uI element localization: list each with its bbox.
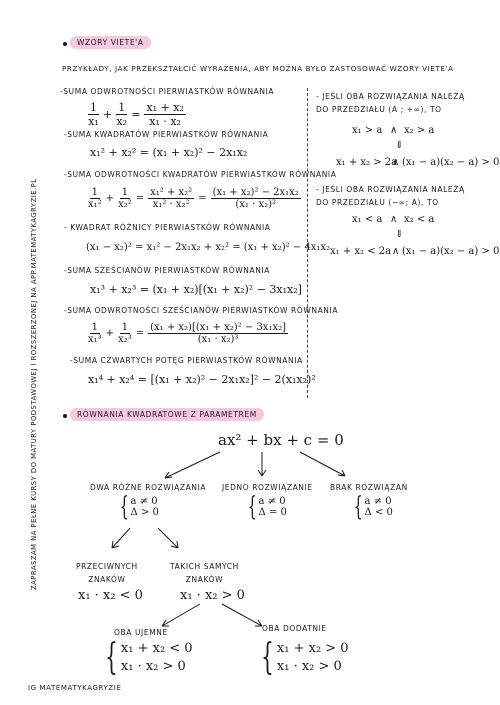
condition: a ≠ 0 xyxy=(258,496,286,507)
item-label: -SUMA ODWROTNOŚCI PIERWIASTKÓW RÓWNANIA xyxy=(60,87,275,96)
item-label: -SUMA CZWARTYCH POTĘG PIERWIASTKÓW RÓWNA… xyxy=(70,356,303,365)
branch-two-roots-label: DWA RÓŻNE ROZWIĄZANIA xyxy=(90,483,207,492)
case1-and: ∧ xyxy=(392,157,400,168)
condition: Δ < 0 xyxy=(364,507,393,518)
label-line: TAKICH SAMYCH xyxy=(170,562,239,571)
branch-one-root-label: JEDNO ROZWIĄZANIE xyxy=(222,483,313,492)
brace-icon: { xyxy=(105,637,118,678)
brace-icon: { xyxy=(247,492,257,522)
case1-top-right: x₂ > a xyxy=(404,125,435,136)
both-positive-conditions: { x₁ + x₂ > 0 x₁ · x₂ > 0 xyxy=(256,637,349,678)
formula-diff-square: (x₁ − x₂)² = x₁² − 2x₁x₂ + x₂² = (x₁ + x… xyxy=(86,242,331,253)
footer-handle: IG MATEMATYKAGRYZIE xyxy=(28,684,122,692)
case2-top-right: x₂ < a xyxy=(404,214,435,225)
case2-and: ∧ xyxy=(390,214,398,225)
case1-bottom-left: x₁ + x₂ > 2a xyxy=(336,157,398,168)
case1-bottom-right: (x₁ − a)(x₂ − a) > 0 xyxy=(402,157,500,168)
section-intro: PRZYKŁADY, JAK PRZEKSZTAŁCIĆ WYRAŻENIA, … xyxy=(62,64,454,73)
item-label: -SUMA KWADRATÓW PIERWIASTKÓW RÓWNANIA xyxy=(64,130,269,139)
label-line: ZNAKÓW xyxy=(185,575,224,584)
same-signs-condition: x₁ · x₂ > 0 xyxy=(180,588,245,603)
condition: Δ > 0 xyxy=(130,507,159,518)
bullet-icon xyxy=(63,414,67,418)
case2-bottom-right: (x₁ − a)(x₂ − a) > 0 xyxy=(402,246,500,257)
condition: x₁ · x₂ > 0 xyxy=(276,659,342,674)
arrow-to-positive xyxy=(221,603,263,627)
column-divider xyxy=(307,88,308,398)
case2-label: - JEŚLI OBA ROZWIĄZANIA NALEŻĄ DO PRZEDZ… xyxy=(316,185,465,207)
bullet-icon xyxy=(63,42,67,46)
condition: a ≠ 0 xyxy=(364,496,392,507)
case2-top-left: x₁ < a xyxy=(352,214,383,225)
formula-sum-cubes: x₁³ + x₂³ = (x₁ + x₂)[(x₁ + x₂)² − 3x₁x₂… xyxy=(90,283,302,296)
formula-fourth-powers: x₁⁴ + x₂⁴ = [(x₁ + x₂)² − 2x₁x₂]² − 2(x₁… xyxy=(88,373,316,386)
item-label: -SUMA ODWROTNOŚCI SZEŚCIANÓW PIERWIASTKÓ… xyxy=(64,306,339,315)
brace-icon: { xyxy=(119,492,129,522)
item-label: -SUMA SZEŚCIANÓW PIERWIASTKÓW RÓWNANIA xyxy=(64,266,270,275)
opposite-signs-condition: x₁ · x₂ < 0 xyxy=(78,588,143,603)
condition: x₁ · x₂ > 0 xyxy=(120,659,186,674)
item-label: -SUMA ODWROTNOŚCI KWADRATÓW PIERWIASTKÓW… xyxy=(64,170,337,179)
arrow-to-no-roots xyxy=(299,451,346,477)
condition: x₁ + x₂ > 0 xyxy=(276,641,349,656)
formula-sum-squares: x₁² + x₂² = (x₁ + x₂)² − 2x₁x₂ xyxy=(90,146,248,159)
condition: a ≠ 0 xyxy=(130,496,158,507)
down-arrow-icon: ⇓ xyxy=(395,140,404,151)
case1-and: ∧ xyxy=(390,125,398,136)
brace-icon: { xyxy=(261,637,274,678)
same-signs-label: TAKICH SAMYCH ZNAKÓW xyxy=(170,560,239,586)
case2-bottom-left: x₁ + x₂ < 2a xyxy=(330,246,392,257)
label-line: PRZECIWNYCH xyxy=(76,562,138,571)
branch-no-roots-label: BRAK ROZWIĄZAŃ xyxy=(330,483,408,492)
case2-and: ∧ xyxy=(392,246,400,257)
brace-icon: { xyxy=(353,492,363,522)
section-title-quadratic: RÓWNANIA KWADRATOWE Z PARAMETREM xyxy=(70,408,264,421)
both-positive-label: OBA DODATNIE xyxy=(262,624,327,633)
case1-label: - JEŚLI OBA ROZWIĄZANIA NALEŻĄ DO PRZEDZ… xyxy=(316,92,465,114)
both-negative-label: OBA UJEMNE xyxy=(114,628,168,637)
arrow-to-negative xyxy=(161,603,201,627)
root-equation: ax² + bx + c = 0 xyxy=(218,431,344,449)
item-label: - KWADRAT RÓŻNICY PIERWIASTKÓW RÓWNANIA xyxy=(64,223,271,232)
arrow-to-opposite xyxy=(111,527,131,549)
condition: Δ = 0 xyxy=(258,507,287,518)
arrow-to-same xyxy=(157,527,179,549)
section-title-vieta: WZORY VIETE'A xyxy=(70,36,151,49)
condition: x₁ + x₂ < 0 xyxy=(120,641,193,656)
opposite-signs-label: PRZECIWNYCH ZNAKÓW xyxy=(76,560,138,586)
label-line: ZNAKÓW xyxy=(88,575,126,584)
arrow-to-two-roots xyxy=(164,451,221,479)
case1-top-left: x₁ > a xyxy=(352,125,383,136)
down-arrow-icon: ⇓ xyxy=(395,229,404,240)
both-negative-conditions: { x₁ + x₂ < 0 x₁ · x₂ > 0 xyxy=(100,637,193,678)
